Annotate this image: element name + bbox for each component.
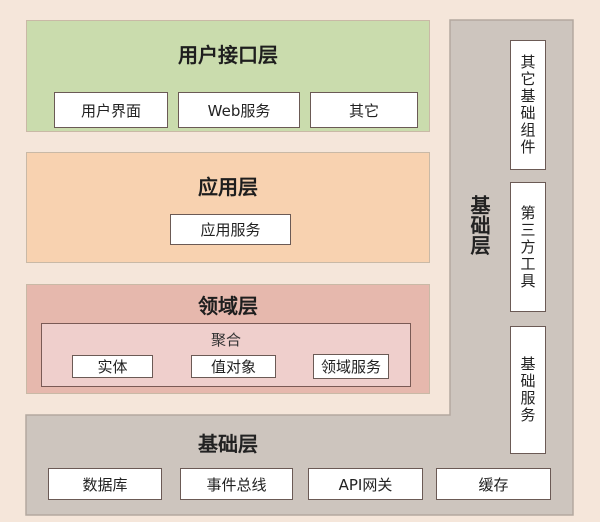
domain-layer: 领域层 聚合 实体 值对象 领域服务 xyxy=(26,284,430,394)
database-item: 数据库 xyxy=(48,468,162,500)
third-party-tools-item: 第三方工具 xyxy=(510,182,546,312)
value-object-item: 值对象 xyxy=(191,355,276,378)
aggregate-box: 聚合 实体 值对象 领域服务 xyxy=(41,323,411,387)
application-layer-title: 应用层 xyxy=(198,175,258,199)
application-layer: 应用层 应用服务 xyxy=(26,152,430,263)
domain-layer-title: 领域层 xyxy=(198,294,258,318)
infrastructure-layer-title: 基础层 xyxy=(198,432,258,456)
infrastructure-side-title: 基础层 xyxy=(467,195,491,255)
application-service-item: 应用服务 xyxy=(170,214,291,245)
infrastructure-service-item: 基础服务 xyxy=(510,326,546,454)
api-gateway-item: API网关 xyxy=(308,468,423,500)
user-interface-layer-title: 用户接口层 xyxy=(178,43,278,67)
entity-item: 实体 xyxy=(72,355,153,378)
cache-item: 缓存 xyxy=(436,468,551,500)
other-infrastructure-components-item: 其它基础组件 xyxy=(510,40,546,170)
user-interface-item: 用户界面 xyxy=(54,92,168,128)
event-bus-item: 事件总线 xyxy=(180,468,293,500)
aggregate-title: 聚合 xyxy=(210,331,241,349)
web-service-item: Web服务 xyxy=(178,92,300,128)
user-interface-layer: 用户接口层 用户界面 Web服务 其它 xyxy=(26,20,430,132)
domain-service-item: 领域服务 xyxy=(313,354,389,379)
other-item: 其它 xyxy=(310,92,418,128)
